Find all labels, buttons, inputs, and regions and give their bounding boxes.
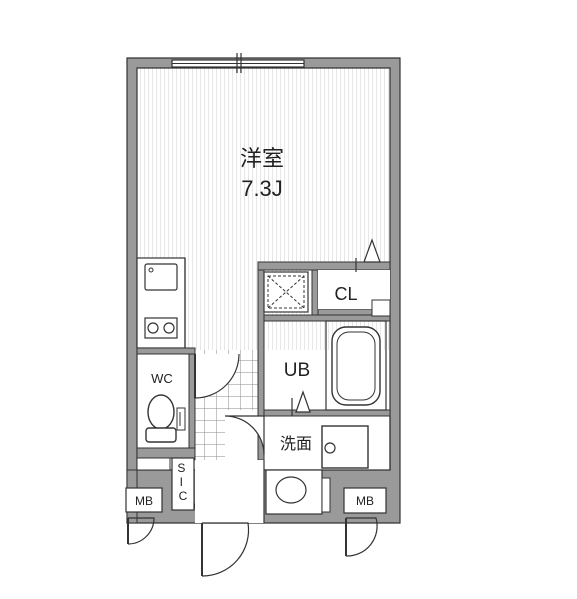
- burner-right: [163, 322, 175, 334]
- unit-bath-label: UB: [284, 360, 310, 381]
- burner-left: [147, 322, 159, 334]
- toilet-tank: [145, 427, 177, 443]
- meter-box-left-label: MB: [135, 494, 153, 508]
- ventilation-box: [263, 271, 309, 313]
- stove: [144, 317, 178, 339]
- closet-label: CL: [334, 284, 357, 304]
- meter-box-left-door: [127, 517, 155, 545]
- wash-basin: [275, 476, 307, 504]
- entrance-door: [201, 522, 250, 577]
- toilet-bowl: [147, 394, 175, 430]
- hall-tile-floor: [195, 410, 225, 460]
- western-room-size-label: 7.3J: [241, 176, 283, 201]
- toilet-label: WC: [151, 371, 173, 386]
- shoe-closet-label-line: I: [180, 475, 183, 489]
- shoe-closet-label: S I C: [177, 461, 188, 503]
- washroom-door: [224, 415, 265, 456]
- washing-machine-pan: [321, 425, 369, 469]
- toilet-door: [194, 353, 240, 399]
- shoe-closet-label-line: S: [177, 461, 185, 475]
- western-room-label: 洋室: [240, 146, 284, 171]
- bathtub: [331, 326, 381, 406]
- shoe-closet-label-line: C: [179, 489, 188, 503]
- meter-box-right-door: [345, 517, 378, 557]
- washroom-label: 洗面: [280, 435, 312, 453]
- meter-box-right-label: MB: [356, 494, 374, 508]
- meter-box-right: [343, 487, 387, 514]
- meter-box-left: [125, 487, 163, 513]
